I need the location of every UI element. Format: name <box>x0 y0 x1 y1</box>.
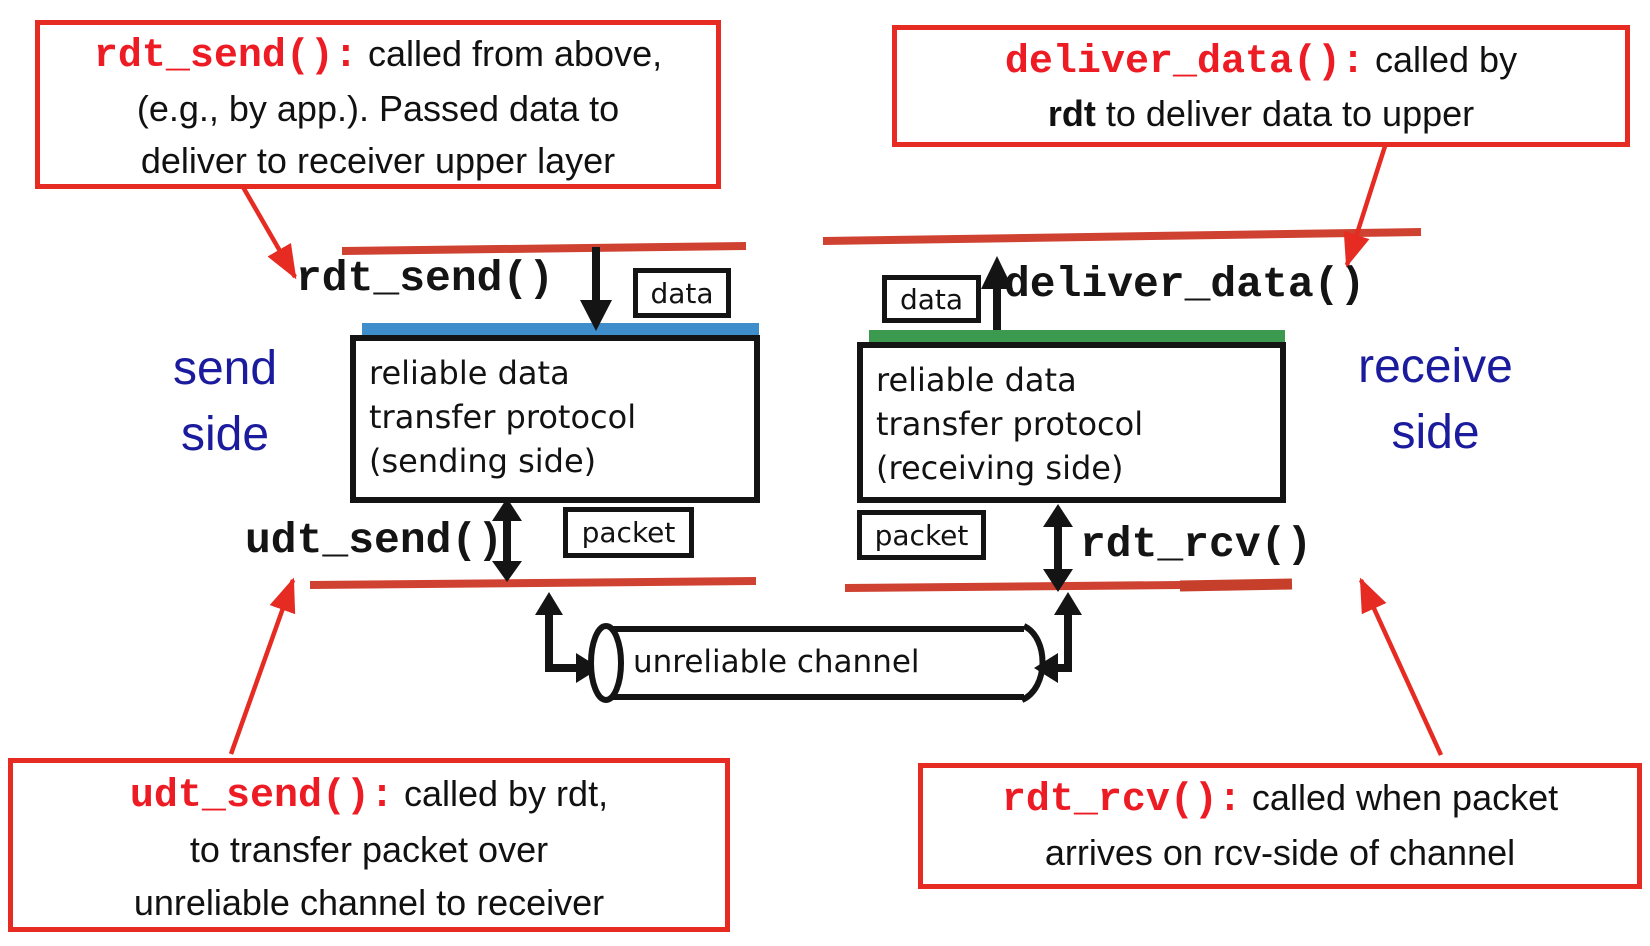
callout-text: deliver to receiver upper layer <box>140 140 616 181</box>
label-deliver-data: deliver_data() <box>1004 260 1366 309</box>
label-rdt-rcv: rdt_rcv() <box>1080 520 1313 569</box>
side-caption-line: side <box>1391 406 1480 459</box>
arrow-data-down <box>580 247 612 331</box>
callout-line: rdt_rcv(): called when packet <box>923 772 1637 827</box>
data-box-send-side: data <box>633 268 731 318</box>
interface-line-top-left <box>341 242 747 255</box>
interface-line-bottom-left <box>309 577 757 589</box>
protocol-box-text: reliable data <box>876 361 1077 399</box>
callout-udt-send: udt_send(): called by rdt, to transfer p… <box>8 758 730 932</box>
callout-rdt-send: rdt_send(): called from above, (e.g., by… <box>35 20 721 189</box>
callout-line: udt_send(): called by rdt, <box>13 767 725 823</box>
callout-deliver-data: deliver_data(): called by rdt to deliver… <box>892 25 1630 147</box>
code-deliver-data: deliver_data(): <box>1004 40 1365 85</box>
label-rdt-send: rdt_send() <box>296 254 555 303</box>
chip-label: packet <box>874 518 969 552</box>
side-caption-line: side <box>180 408 270 461</box>
sending-protocol-box: reliable data transfer protocol (sending… <box>350 335 760 503</box>
pointer-arrow-rdt-rcv <box>1358 577 1444 756</box>
protocol-box-text: transfer protocol <box>876 405 1144 443</box>
callout-bold-rdt: rdt <box>1047 93 1096 134</box>
callout-line: rdt_send(): called from above, <box>40 28 716 83</box>
callout-text: unreliable channel to receiver <box>133 882 605 923</box>
protocol-box-text: (sending side) <box>369 442 597 480</box>
pointer-arrow-udt-send <box>228 577 296 755</box>
packet-box-receive-side: packet <box>857 510 986 560</box>
data-box-receive-side: data <box>882 275 981 323</box>
callout-text: called by <box>1364 39 1518 80</box>
code-udt-send: udt_send(): <box>129 774 394 819</box>
side-caption-line: send <box>172 342 278 395</box>
callout-text: called from above, <box>357 33 663 74</box>
callout-line: rdt to deliver data to upper <box>897 88 1625 139</box>
arrow-channel-left <box>535 592 600 683</box>
arrow-packet-double-right <box>1043 504 1073 592</box>
side-caption-line: receive <box>1358 340 1513 393</box>
chip-label: data <box>899 282 964 316</box>
receive-side-caption: receive side <box>1318 334 1553 466</box>
protocol-box-text: transfer protocol <box>369 398 637 436</box>
chip-label: data <box>650 276 714 310</box>
code-rdt-send: rdt_send(): <box>93 34 358 79</box>
protocol-box-text: (receiving side) <box>876 449 1124 487</box>
arrow-channel-right <box>1034 592 1082 683</box>
callout-text: to transfer packet over <box>189 829 549 870</box>
callout-line: deliver_data(): called by <box>897 34 1625 88</box>
callout-rdt-rcv: rdt_rcv(): called when packet arrives on… <box>918 763 1642 889</box>
send-side-caption: send side <box>130 336 320 468</box>
unreliable-channel-label: unreliable channel <box>633 644 920 680</box>
chip-label: packet <box>581 516 676 549</box>
callout-text: called when packet <box>1241 777 1559 818</box>
interface-line-top-right <box>822 228 1422 245</box>
callout-text: arrives on rcv-side of channel <box>1044 832 1516 873</box>
label-udt-send: udt_send() <box>245 516 504 565</box>
pointer-arrow-deliver-data <box>1343 142 1389 268</box>
packet-box-send-side: packet <box>563 507 694 558</box>
pointer-arrow-rdt-send <box>241 185 297 280</box>
protocol-box-text: reliable data <box>369 354 570 392</box>
callout-text: (e.g., by app.). Passed data to <box>136 88 620 129</box>
interface-line-bottom-right <box>844 578 1293 592</box>
receiving-protocol-box: reliable data transfer protocol (receivi… <box>857 342 1286 503</box>
callout-text: to deliver data to upper <box>1095 93 1475 134</box>
code-rdt-rcv: rdt_rcv(): <box>1001 778 1242 823</box>
callout-text: called by rdt, <box>393 773 609 814</box>
